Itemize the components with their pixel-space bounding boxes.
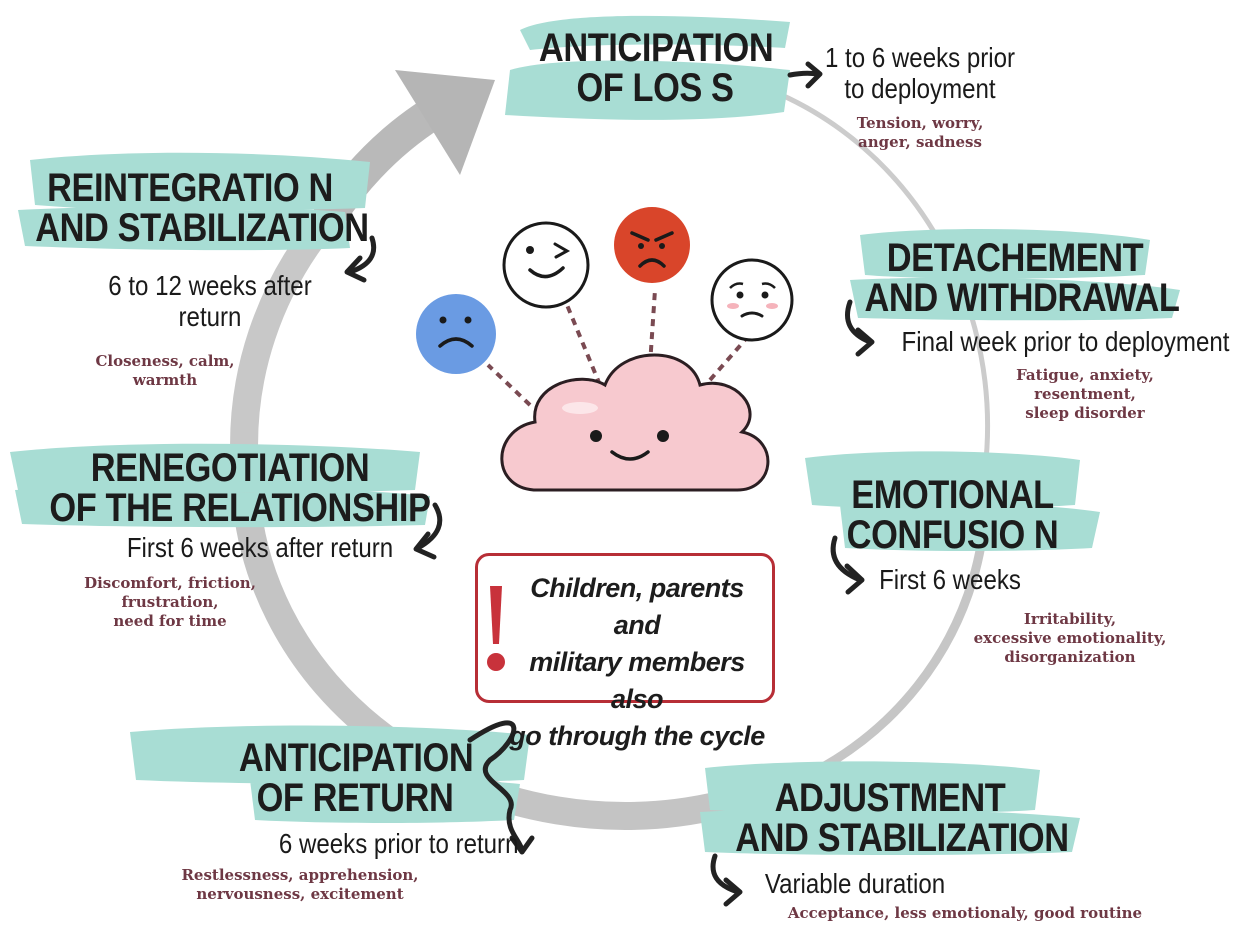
brush-anticipation-loss (505, 15, 790, 120)
stage-anticipation-return-feelings: Restlessness, apprehension, nervousness,… (160, 866, 440, 904)
stage-title: AND STABILIZATION (35, 206, 369, 250)
stage-adjustment-feelings: Acceptance, less emotionaly, good routin… (760, 904, 1170, 923)
stage-anticipation-return-details: 6 weeks prior to return (260, 828, 530, 859)
exclamation-icon (487, 586, 505, 671)
brush-emotional (805, 451, 1100, 551)
stage-anticipation-of-loss: ANTICIPATION OF LOS S (520, 28, 790, 108)
stage-emotional-details: First 6 weeks (860, 564, 1040, 595)
angry-face-icon (614, 207, 690, 283)
stage-reintegration-feelings: Closeness, calm, warmth (70, 352, 260, 390)
stage-title: REINTEGRATIO N (47, 166, 333, 210)
stage-feelings: anger, sadness (858, 133, 982, 151)
stage-adjustment: ADJUSTMENT AND STABILIZATION (710, 778, 1070, 858)
stage-emotional-confusion: EMOTIONAL CONFUSIO N (820, 475, 1085, 555)
stage-feelings: disorganization (1004, 648, 1136, 666)
stage-emotional-feelings: Irritability, excessive emotionality, di… (950, 610, 1190, 667)
stage-timing: to deployment (844, 73, 996, 104)
worried-face-icon (710, 258, 794, 342)
stage-feelings: need for time (113, 612, 227, 630)
face-connectors (486, 289, 747, 407)
stage-title: CONFUSIO N (846, 513, 1059, 557)
stage-timing: Variable duration (764, 868, 946, 899)
arrow-anticipation-return-icon (467, 720, 535, 855)
stage-title: DETACHEMENT (886, 236, 1144, 280)
arrow-renegotiation-icon (413, 502, 443, 560)
stage-renegotiation-feelings: Discomfort, friction, frustration, need … (60, 574, 280, 631)
brush-adjustment (700, 761, 1080, 855)
note-line: Children, parents and (530, 573, 744, 640)
stage-feelings: frustration, (121, 593, 219, 611)
stage-timing: Final week prior to deployment (901, 326, 1230, 357)
stage-renegotiation: RENEGOTIATION OF THE RELATIONSHIP (20, 448, 440, 528)
stage-feelings: Tension, worry, (856, 114, 984, 132)
stage-feelings: Closeness, calm, (95, 352, 235, 370)
stage-timing: 6 weeks prior to return (278, 828, 519, 859)
stage-title: OF RETURN (256, 776, 454, 820)
cycle-arrow-head (395, 70, 495, 175)
stage-feelings: warmth (132, 371, 198, 389)
stage-anticipation-of-loss-details: 1 to 6 weeks prior to deployment Tension… (800, 42, 1040, 152)
stage-feelings: Fatigue, anxiety, (1016, 366, 1154, 384)
brush-reintegration (18, 152, 370, 251)
stage-title: ADJUSTMENT (774, 776, 1006, 820)
stage-reintegration-details: 6 to 12 weeks after return (80, 270, 340, 332)
stage-timing: return (178, 301, 242, 332)
stage-feelings: Irritability, (1023, 610, 1117, 628)
arrow-anticipation-loss-icon (787, 61, 823, 89)
stage-adjustment-details: Variable duration (745, 868, 965, 899)
stage-title: OF THE RELATIONSHIP (49, 486, 431, 530)
stage-feelings: resentment, (1034, 385, 1136, 403)
stage-feelings: sleep disorder (1025, 404, 1145, 422)
note-line: military members also (529, 647, 745, 714)
stage-timing: 6 to 12 weeks after (108, 270, 312, 301)
stage-detachment-details: Final week prior to deployment (876, 326, 1241, 357)
stage-anticipation-of-return: ANTICIPATION OF RETURN (220, 738, 490, 818)
stage-feelings: Restlessness, apprehension, (181, 866, 419, 884)
stage-timing: First 6 weeks (879, 564, 1021, 595)
stage-feelings: Discomfort, friction, (84, 574, 256, 592)
brush-strokes (10, 15, 1180, 855)
cycle-note-box: Children, parents and military members a… (475, 553, 775, 751)
stage-title: AND WITHDRAWAL (864, 276, 1180, 320)
arrow-detachment-icon (845, 299, 875, 357)
wink-face-icon (502, 221, 590, 309)
stage-timing: First 6 weeks after return (126, 532, 394, 563)
brush-anticipation-return (130, 725, 530, 823)
stage-title: ANTICIPATION (238, 736, 474, 780)
stage-title: ANTICIPATION (538, 26, 774, 70)
stage-title: AND STABILIZATION (735, 816, 1069, 860)
note-line: go through the cycle (509, 721, 765, 751)
stage-title: RENEGOTIATION (90, 446, 370, 490)
stage-detachment: DETACHEMENT AND WITHDRAWAL (840, 238, 1190, 318)
stage-reintegration: REINTEGRATIO N AND STABILIZATION (10, 168, 370, 248)
cloud-mascot-icon (500, 353, 770, 492)
arrow-emotional-icon (830, 535, 865, 595)
stage-title: EMOTIONAL (851, 473, 1054, 517)
stage-feelings: excessive emotionality, (973, 629, 1167, 647)
sad-face-icon (416, 294, 496, 374)
stage-timing: 1 to 6 weeks prior (824, 42, 1016, 73)
stage-feelings: Acceptance, less emotionaly, good routin… (787, 904, 1143, 922)
brush-detachment (850, 228, 1180, 321)
stage-detachment-feelings: Fatigue, anxiety, resentment, sleep diso… (990, 366, 1180, 423)
stage-renegotiation-details: First 6 weeks after return (100, 532, 420, 563)
stage-title: OF LOS S (576, 66, 734, 110)
arrow-reintegration-icon (344, 235, 377, 283)
brush-renegotiation (10, 443, 430, 528)
arrow-adjustment-icon (710, 853, 743, 907)
cycle-note-text: Children, parents and military members a… (506, 570, 768, 755)
stage-feelings: nervousness, excitement (196, 885, 404, 903)
